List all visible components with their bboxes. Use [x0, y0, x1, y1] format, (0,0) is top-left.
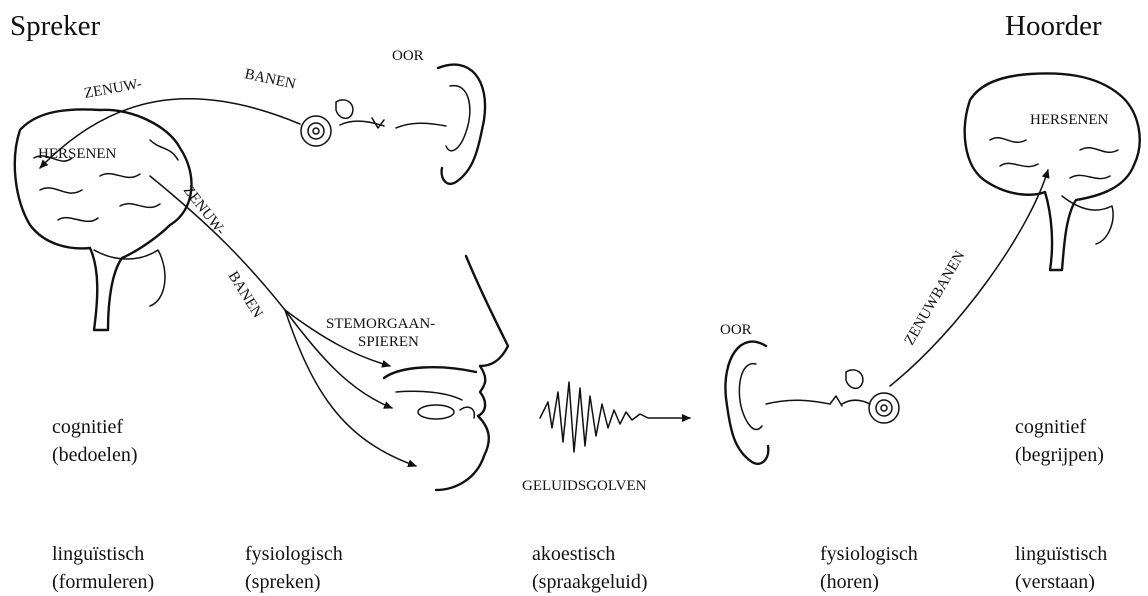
speaker-linguistic-term: linguïstisch	[52, 540, 154, 568]
sound-wave-icon	[540, 382, 690, 452]
speaker-cognitive-level: cognitief (bedoelen)	[52, 413, 138, 469]
speaker-cognitive-term: cognitief	[52, 413, 138, 441]
listener-physiological-gloss: (horen)	[820, 568, 918, 596]
listener-physiological-level: fysiologisch (horen)	[820, 540, 918, 596]
speaker-linguistic-gloss: (formuleren)	[52, 568, 154, 596]
listener-brain-icon	[965, 73, 1140, 270]
listener-ear-label: OOR	[720, 322, 752, 338]
listener-linguistic-term: linguïstisch	[1015, 540, 1107, 568]
nerve-arrow-ear-to-brain	[890, 170, 1048, 386]
nerve-label-top-1: ZENUW-	[83, 76, 143, 102]
listener-linguistic-level: linguïstisch (verstaan)	[1015, 540, 1107, 596]
speech-muscles-label-2: SPIEREN	[358, 334, 419, 350]
nerve-label-mid-2: BANEN	[225, 269, 266, 321]
acoustic-gloss: (spraakgeluid)	[532, 568, 648, 596]
listener-linguistic-gloss: (verstaan)	[1015, 568, 1107, 596]
nerve-label-mid-1: ZENUW-	[180, 183, 229, 239]
listener-ear-icon	[725, 342, 899, 464]
speech-muscles-label-1: STEMORGAAN-	[326, 316, 435, 332]
speech-organs-icon	[384, 256, 508, 490]
acoustic-level: akoestisch (spraakgeluid)	[532, 540, 648, 596]
listener-cognitive-gloss: (begrijpen)	[1015, 441, 1104, 469]
speaker-linguistic-level: linguïstisch (formuleren)	[52, 540, 154, 596]
speaker-physiological-level: fysiologisch (spreken)	[245, 540, 343, 596]
nerve-label-top-2: BANEN	[243, 66, 297, 92]
nerve-path-to-speech-organs	[150, 176, 285, 310]
acoustic-term: akoestisch	[532, 540, 648, 568]
speaker-physiological-term: fysiologisch	[245, 540, 343, 568]
listener-cognitive-level: cognitief (begrijpen)	[1015, 413, 1104, 469]
listener-cognitive-term: cognitief	[1015, 413, 1104, 441]
listener-nerve-label: ZENUWBANEN	[902, 248, 969, 348]
speaker-brain-icon	[15, 109, 192, 330]
speaker-ear-label: OOR	[392, 48, 424, 64]
speaker-ear-icon	[301, 65, 485, 184]
sound-waves-label: GELUIDSGOLVEN	[522, 478, 647, 494]
listener-brain-label: HERSENEN	[1030, 112, 1109, 128]
speaker-cognitive-gloss: (bedoelen)	[52, 441, 138, 469]
speaker-brain-label: HERSENEN	[38, 146, 117, 162]
speaker-physiological-gloss: (spreken)	[245, 568, 343, 596]
listener-physiological-term: fysiologisch	[820, 540, 918, 568]
